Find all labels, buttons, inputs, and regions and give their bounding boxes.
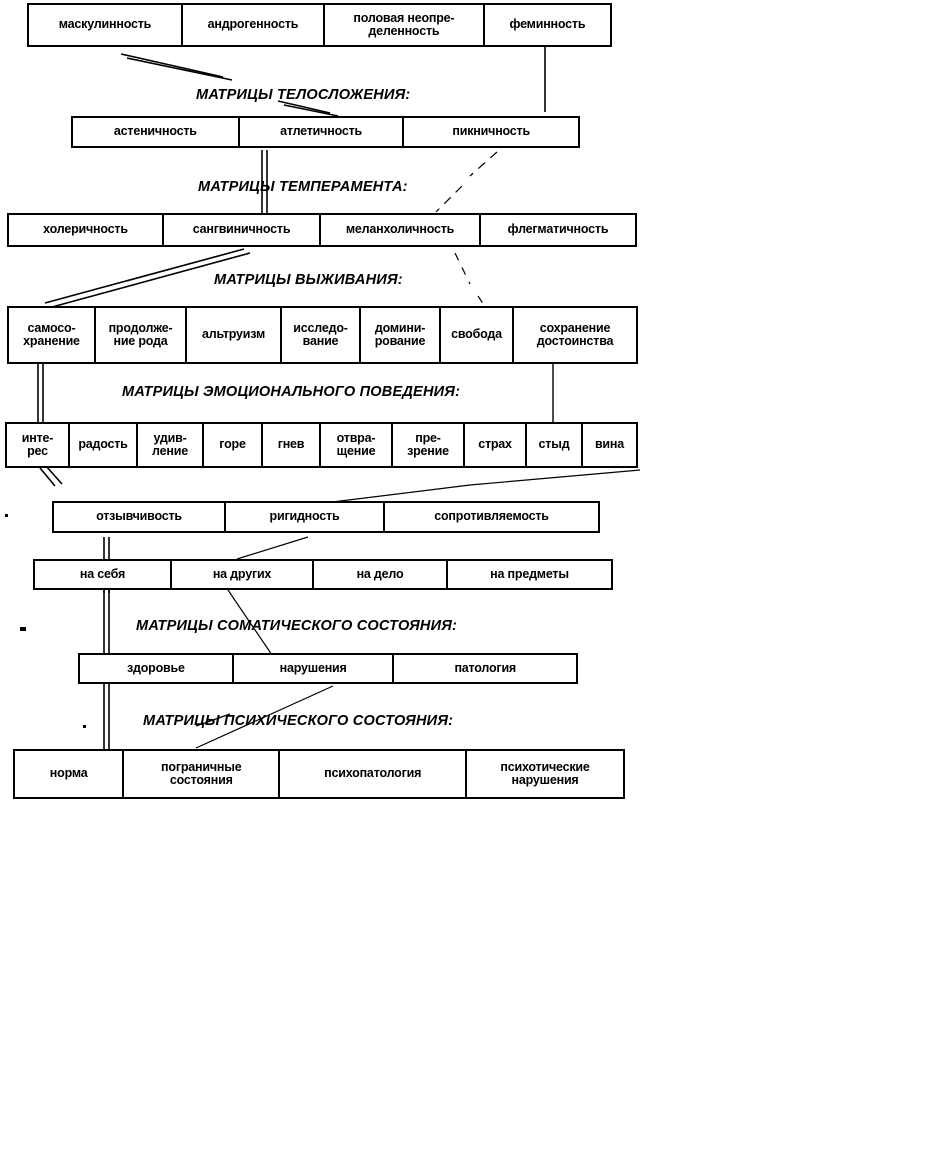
box-orientation-1[interactable]: на других xyxy=(172,561,314,588)
box-mental-0[interactable]: норма xyxy=(15,751,125,797)
box-survival-2[interactable]: альтруизм xyxy=(187,308,282,362)
box-somatic-0[interactable]: здоровье xyxy=(80,655,234,682)
box-reactivity-0[interactable]: отзывчивость xyxy=(54,503,226,531)
box-reactivity-2[interactable]: сопротивляемость xyxy=(434,509,549,524)
box-orientation-2[interactable]: на дело xyxy=(314,561,448,588)
row-emotions: инте- рес радость удив- ление горе гнев … xyxy=(5,422,638,468)
box-body-1[interactable]: атлетичность xyxy=(240,118,405,146)
box-mental-3[interactable]: психотические нарушения xyxy=(500,759,590,787)
row-mental: норма пограничные состояния психопатолог… xyxy=(13,749,625,799)
row-survival: самосо- хранение продолже- ние рода альт… xyxy=(7,306,638,364)
box-emotions-6[interactable]: пре- зрение xyxy=(393,424,465,466)
box-emotions-0[interactable]: инте- рес xyxy=(7,424,70,466)
caption-somatic: МАТРИЦЫ СОМАТИЧЕСКОГО СОСТОЯНИЯ: xyxy=(136,617,458,634)
scan-speck xyxy=(20,627,26,631)
box-orientation-0[interactable]: на себя xyxy=(35,561,172,588)
box-survival-6[interactable]: сохранение достоинства xyxy=(536,320,614,348)
caption-body: МАТРИЦЫ ТЕЛОСЛОЖЕНИЯ: xyxy=(196,86,411,103)
caption-survival: МАТРИЦЫ ВЫЖИВАНИЯ: xyxy=(214,271,403,288)
box-mental-1[interactable]: пограничные состояния xyxy=(124,751,281,797)
scan-speck xyxy=(83,725,86,728)
box-survival-4[interactable]: домини- рование xyxy=(361,308,441,362)
box-body-2[interactable]: пикничность xyxy=(452,124,530,139)
row-reactivity: отзывчивость ригидность сопротивляемость xyxy=(52,501,600,533)
box-gender-3[interactable]: феминность xyxy=(509,17,586,32)
box-temperament-1[interactable]: сангвиничность xyxy=(164,215,322,245)
box-gender-1[interactable]: андрогенность xyxy=(183,5,325,45)
box-emotions-4[interactable]: гнев xyxy=(263,424,321,466)
caption-temperament: МАТРИЦЫ ТЕМПЕРАМЕНТА: xyxy=(198,178,408,195)
box-emotions-8[interactable]: стыд xyxy=(527,424,583,466)
box-gender-2[interactable]: половая неопре- деленность xyxy=(325,5,485,45)
box-reactivity-1[interactable]: ригидность xyxy=(226,503,385,531)
scan-speck xyxy=(5,514,8,517)
box-emotions-1[interactable]: радость xyxy=(70,424,138,466)
caption-emotions: МАТРИЦЫ ЭМОЦИОНАЛЬНОГО ПОВЕДЕНИЯ: xyxy=(122,383,461,400)
box-body-0[interactable]: астеничность xyxy=(73,118,240,146)
box-gender-0[interactable]: маскулинность xyxy=(29,5,183,45)
caption-mental: МАТРИЦЫ ПСИХИЧЕСКОГО СОСТОЯНИЯ: xyxy=(143,712,454,729)
box-somatic-2[interactable]: патология xyxy=(454,660,517,675)
box-emotions-7[interactable]: страх xyxy=(465,424,527,466)
box-emotions-3[interactable]: горе xyxy=(204,424,263,466)
row-temperament: холеричность сангвиничность меланхолично… xyxy=(7,213,637,247)
row-gender: маскулинность андрогенность половая неоп… xyxy=(27,3,612,47)
box-temperament-2[interactable]: меланхоличность xyxy=(321,215,481,245)
box-survival-0[interactable]: самосо- хранение xyxy=(9,308,96,362)
box-emotions-5[interactable]: отвра- щение xyxy=(321,424,393,466)
row-orientation: на себя на других на дело на предметы xyxy=(33,559,613,590)
box-mental-2[interactable]: психопатология xyxy=(280,751,468,797)
box-survival-1[interactable]: продолже- ние рода xyxy=(96,308,187,362)
box-temperament-3[interactable]: флегматичность xyxy=(507,222,609,237)
box-somatic-1[interactable]: нарушения xyxy=(234,655,395,682)
row-body: астеничность атлетичность пикничность xyxy=(71,116,580,148)
box-temperament-0[interactable]: холеричность xyxy=(9,215,165,245)
box-orientation-3[interactable]: на предметы xyxy=(490,566,569,581)
box-survival-3[interactable]: исследо- вание xyxy=(282,308,361,362)
box-emotions-9[interactable]: вина xyxy=(594,437,625,452)
row-somatic: здоровье нарушения патология xyxy=(78,653,578,684)
box-emotions-2[interactable]: удив- ление xyxy=(138,424,204,466)
box-survival-5[interactable]: свобода xyxy=(441,308,514,362)
